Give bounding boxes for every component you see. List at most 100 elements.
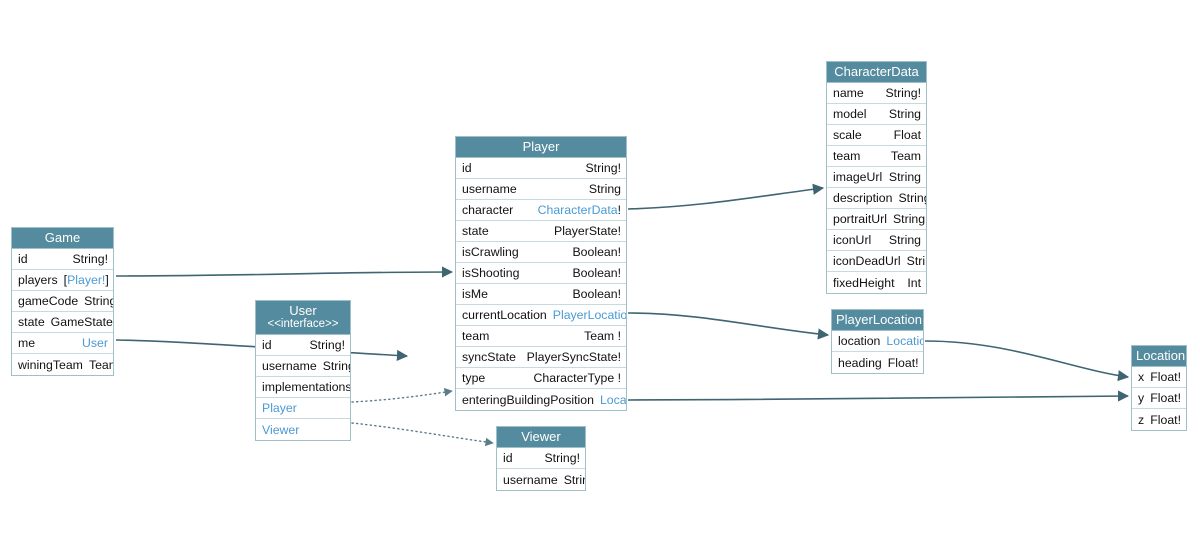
edge-game-players-to-player xyxy=(115,266,454,278)
field-name: me xyxy=(18,336,36,350)
field-name: username xyxy=(262,359,317,373)
field-name: id xyxy=(262,338,272,352)
field-row[interactable]: winingTeam Team xyxy=(12,354,113,375)
entity-stereotype: <<interface>> xyxy=(267,318,339,330)
entity-header-playerlocation: PlayerLocation xyxy=(832,310,923,331)
field-name: isShooting xyxy=(462,266,520,280)
field-row[interactable]: state GameState! xyxy=(12,312,113,333)
field-row[interactable]: players[Player!] xyxy=(12,270,113,291)
entity-playerlocation[interactable]: PlayerLocation locationLocation!headingFl… xyxy=(831,309,924,374)
entity-title: CharacterData xyxy=(834,64,919,79)
field-name: description xyxy=(833,191,893,205)
field-name: username xyxy=(503,472,558,487)
edge-playerlocation-location-to-location xyxy=(924,340,1130,382)
field-type: GameState! xyxy=(50,315,113,329)
field-type: CharacterData! xyxy=(537,203,621,217)
field-row[interactable]: gameCodeString! xyxy=(12,291,113,312)
field-type: Team xyxy=(88,357,113,372)
edge-user-implements-viewer xyxy=(351,422,494,447)
field-type-link[interactable]: PlayerLocation xyxy=(552,308,626,322)
field-row[interactable]: isCrawling Boolean! xyxy=(456,242,626,263)
field-row[interactable]: descriptionString xyxy=(827,188,926,209)
field-type: Float! xyxy=(1150,412,1181,427)
field-row[interactable]: id String! xyxy=(256,335,350,356)
field-type: PlayerSyncState! xyxy=(526,350,621,364)
field-row[interactable]: Viewer xyxy=(256,419,350,440)
field-name: z xyxy=(1138,412,1145,427)
field-type-link[interactable]: Location xyxy=(599,392,626,407)
field-type: String! xyxy=(309,338,345,352)
edge-player-currentlocation-to-playerlocation xyxy=(627,312,830,340)
field-row[interactable]: character CharacterData! xyxy=(456,200,626,221)
entity-title: Viewer xyxy=(521,429,561,444)
field-row[interactable]: iconDeadUrlString xyxy=(827,251,926,272)
field-name: id xyxy=(503,451,513,465)
field-type: PlayerLocation! xyxy=(547,305,626,325)
entity-title: PlayerLocation xyxy=(836,312,922,327)
edge-player-enteringbuildingposition-to-location xyxy=(627,390,1130,402)
field-row[interactable]: locationLocation! xyxy=(832,331,923,352)
entity-title: User xyxy=(289,303,317,318)
field-row[interactable]: Player xyxy=(256,398,350,419)
field-type: String! xyxy=(84,294,113,308)
field-type: Team ! xyxy=(584,329,621,343)
field-name: y xyxy=(1138,391,1145,405)
field-type: Boolean! xyxy=(572,266,621,280)
field-type: String! xyxy=(885,86,921,100)
field-name: isCrawling xyxy=(462,245,519,259)
field-row[interactable]: enteringBuildingPosition Location xyxy=(456,389,626,410)
field-row[interactable]: me User xyxy=(12,333,113,354)
field-row[interactable]: implementations xyxy=(256,377,350,398)
edge-user-implements-player xyxy=(351,388,453,403)
entity-title: Game xyxy=(44,230,81,245)
field-row[interactable]: username String xyxy=(256,356,350,377)
field-name: id xyxy=(18,252,28,266)
field-name: enteringBuildingPosition xyxy=(462,392,594,407)
field-type: String xyxy=(322,359,350,373)
field-name: model xyxy=(833,107,867,121)
field-row[interactable]: isShooting Boolean! xyxy=(456,263,626,284)
field-name: heading xyxy=(838,355,882,370)
entity-user[interactable]: User<<interface>> id String! username String… xyxy=(255,300,351,441)
field-row[interactable]: z Float! xyxy=(1132,409,1186,430)
field-name: character xyxy=(462,203,514,217)
field-name: currentLocation xyxy=(462,308,547,322)
field-name: winingTeam xyxy=(18,357,83,372)
field-name: state xyxy=(18,315,45,329)
field-type: Boolean! xyxy=(572,245,621,259)
field-name: iconUrl xyxy=(833,233,872,247)
field-type-link[interactable]: Location xyxy=(886,334,923,348)
field-type-link[interactable]: CharacterData xyxy=(537,203,618,217)
field-type-link[interactable]: Player! xyxy=(67,273,106,287)
field-type-link[interactable]: User xyxy=(82,336,108,350)
field-type: String xyxy=(588,182,621,196)
field-type: Float! xyxy=(1150,370,1181,384)
